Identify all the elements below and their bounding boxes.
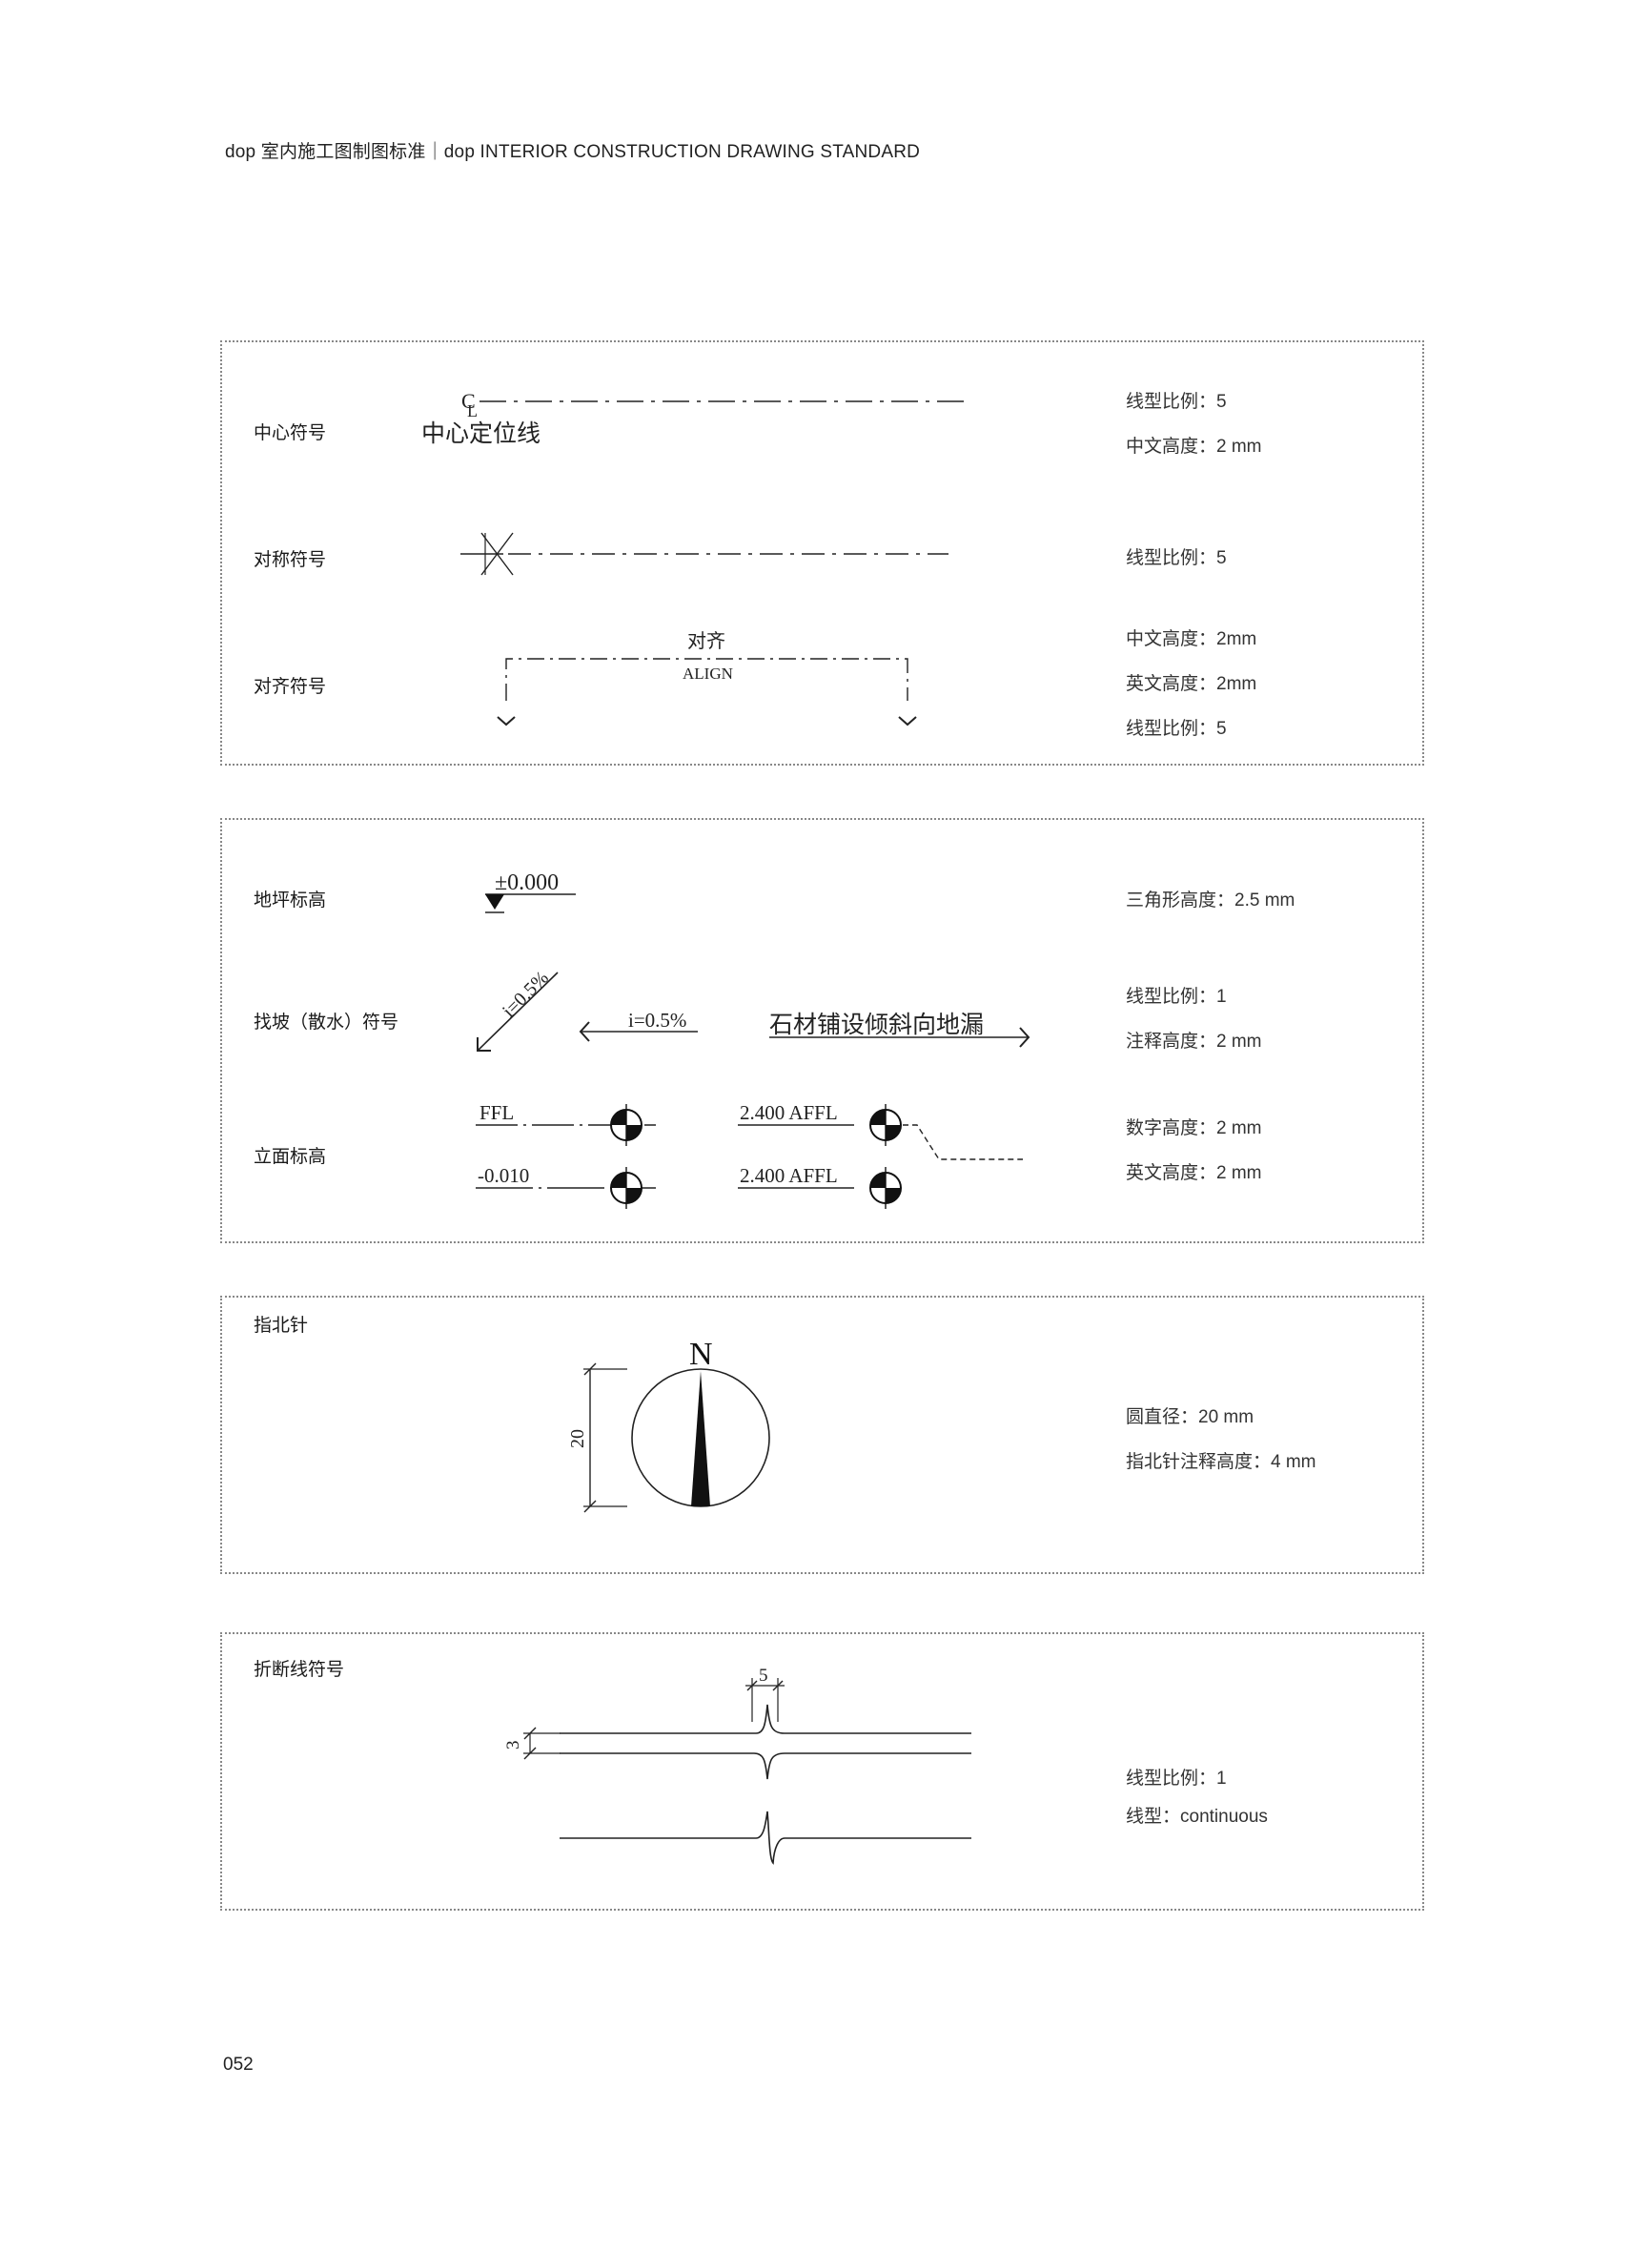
break-spec-1: 线型比例：1 — [1126, 1769, 1227, 1789]
panel2-drawing: ±0.000 i=0.5% i=0.5% 石材铺设倾斜向地漏 FFL -0.01… — [476, 870, 1030, 1209]
elevation-spec-2: 英文高度：2 mm — [1126, 1163, 1262, 1183]
floor-level-triangle — [485, 894, 504, 910]
north-spec-1: 圆直径：20 mm — [1126, 1407, 1254, 1427]
slope-diag-line — [477, 972, 559, 1052]
align-spec-3: 线型比例：5 — [1126, 719, 1227, 739]
center-symbol-label: 中心符号 — [254, 423, 327, 443]
elevation-spec-1: 数字高度：2 mm — [1126, 1118, 1262, 1138]
affl-text-1: 2.400 AFFL — [740, 1101, 838, 1124]
stone-slope-text: 石材铺设倾斜向地漏 — [769, 1012, 984, 1038]
floor-level-label: 地坪标高 — [254, 890, 327, 911]
center-caption: 中心定位线 — [421, 420, 540, 447]
elevation-label: 立面标高 — [254, 1147, 327, 1167]
align-spec-2: 英文高度：2mm — [1126, 674, 1257, 694]
affl-marker-1 — [869, 1104, 902, 1146]
break-spec-2: 线型：continuous — [1126, 1807, 1268, 1827]
floor-level-spec-1: 三角形高度：2.5 mm — [1126, 890, 1295, 911]
neg-level-text: -0.010 — [478, 1164, 529, 1187]
ffl-marker — [610, 1104, 642, 1146]
center-spec-1: 线型比例：5 — [1126, 392, 1227, 412]
break-line-drawing: 5 3 — [503, 1666, 971, 1865]
panel-north-arrow: 指北针 N 20 圆直径：20 mm 指北针注释高度：4 mm — [220, 1296, 1424, 1574]
slope-label: 找坡（散水）符号 — [254, 1013, 399, 1033]
stone-slope-arrow — [1019, 1027, 1030, 1048]
cl-l-text: L — [467, 401, 478, 420]
slope-diag-text: i=0.5% — [499, 968, 553, 1022]
panel-break-line: 折断线符号 5 3 线型比例：1 线型：continuous — [220, 1632, 1424, 1911]
north-spec-2: 指北针注释高度：4 mm — [1126, 1452, 1316, 1472]
north-arrow-label: 指北针 — [254, 1316, 309, 1336]
affl-marker-2 — [869, 1167, 902, 1209]
panel-levels-slope-elevation: 地坪标高 找坡（散水）符号 立面标高 ±0.000 i=0.5% i=0.5% … — [220, 818, 1424, 1243]
north-n-text: N — [689, 1337, 713, 1372]
align-chevron-right — [898, 716, 917, 726]
break-line-label: 折断线符号 — [254, 1660, 345, 1680]
panel-center-symmetry-align: 中心符号 对称符号 对齐符号 C L 中心定位线 对齐 ALIGN 线型比例：5… — [220, 340, 1424, 766]
break-line-bottom — [560, 1811, 971, 1865]
align-en-text: ALIGN — [683, 665, 733, 683]
slope-arrow-text: i=0.5% — [628, 1009, 686, 1032]
break-dim-top-text: 5 — [759, 1666, 768, 1686]
break-dim-side-text: 3 — [503, 1741, 523, 1750]
slope-spec-2: 注释高度：2 mm — [1126, 1032, 1262, 1052]
align-symbol-label: 对齐符号 — [254, 677, 327, 697]
align-spec-1: 中文高度：2mm — [1126, 629, 1257, 649]
affl-text-2: 2.400 AFFL — [740, 1164, 838, 1187]
slope-diag-arrow — [477, 1037, 491, 1052]
neg-level-marker — [610, 1167, 642, 1209]
page-header: dop 室内施工图制图标准｜dop INTERIOR CONSTRUCTION … — [225, 142, 921, 162]
ffl-text: FFL — [479, 1101, 514, 1124]
cl-c-text: C — [461, 389, 476, 413]
align-chevron-left — [497, 716, 516, 726]
symmetry-spec-1: 线型比例：5 — [1126, 548, 1227, 568]
align-cn-text: 对齐 — [687, 630, 725, 652]
center-spec-2: 中文高度：2 mm — [1126, 437, 1262, 457]
affl-leader-line — [903, 1124, 1023, 1160]
break-line-top-2 — [560, 1752, 971, 1780]
floor-level-value: ±0.000 — [495, 870, 559, 895]
page-number: 052 — [223, 2055, 254, 2075]
symmetry-mark — [460, 532, 514, 576]
break-line-top-1 — [560, 1704, 971, 1734]
north-arrow-drawing: N 20 — [567, 1337, 770, 1513]
north-needle — [691, 1371, 710, 1506]
north-dim-text: 20 — [567, 1429, 588, 1448]
symmetry-symbol-label: 对称符号 — [254, 550, 327, 570]
slope-spec-1: 线型比例：1 — [1126, 987, 1227, 1007]
align-bracket — [505, 658, 908, 701]
slope-arrow-left — [579, 1021, 590, 1042]
panel1-drawing: C L 中心定位线 对齐 ALIGN — [421, 389, 966, 726]
